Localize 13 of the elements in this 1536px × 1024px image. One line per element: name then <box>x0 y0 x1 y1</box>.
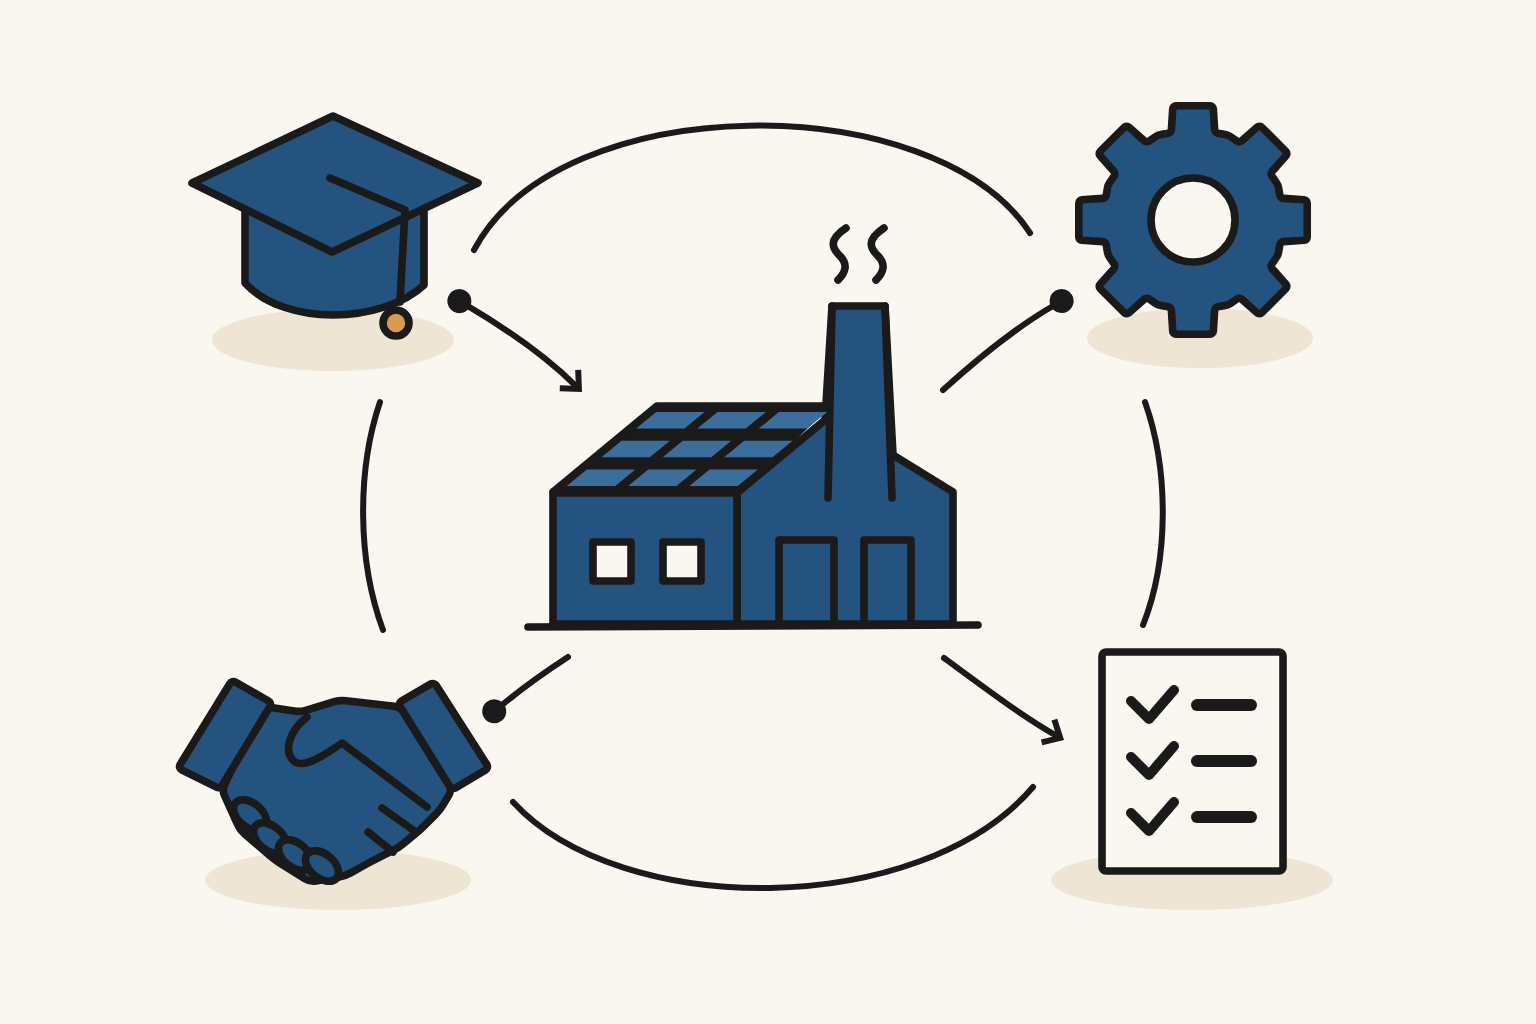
curved-connector <box>510 784 1036 891</box>
checklist-icon <box>1051 648 1333 910</box>
arrow <box>447 289 582 392</box>
curved-connector <box>471 122 1033 253</box>
dot-connector <box>940 289 1074 393</box>
curved-connector <box>360 399 386 633</box>
graduation-cap-icon <box>188 112 482 371</box>
gear-icon <box>1075 102 1313 368</box>
factory-icon <box>524 224 982 631</box>
arrow <box>941 655 1064 746</box>
handshake-icon <box>175 677 492 910</box>
curved-connector <box>1140 399 1166 628</box>
dot-connector <box>482 654 571 724</box>
